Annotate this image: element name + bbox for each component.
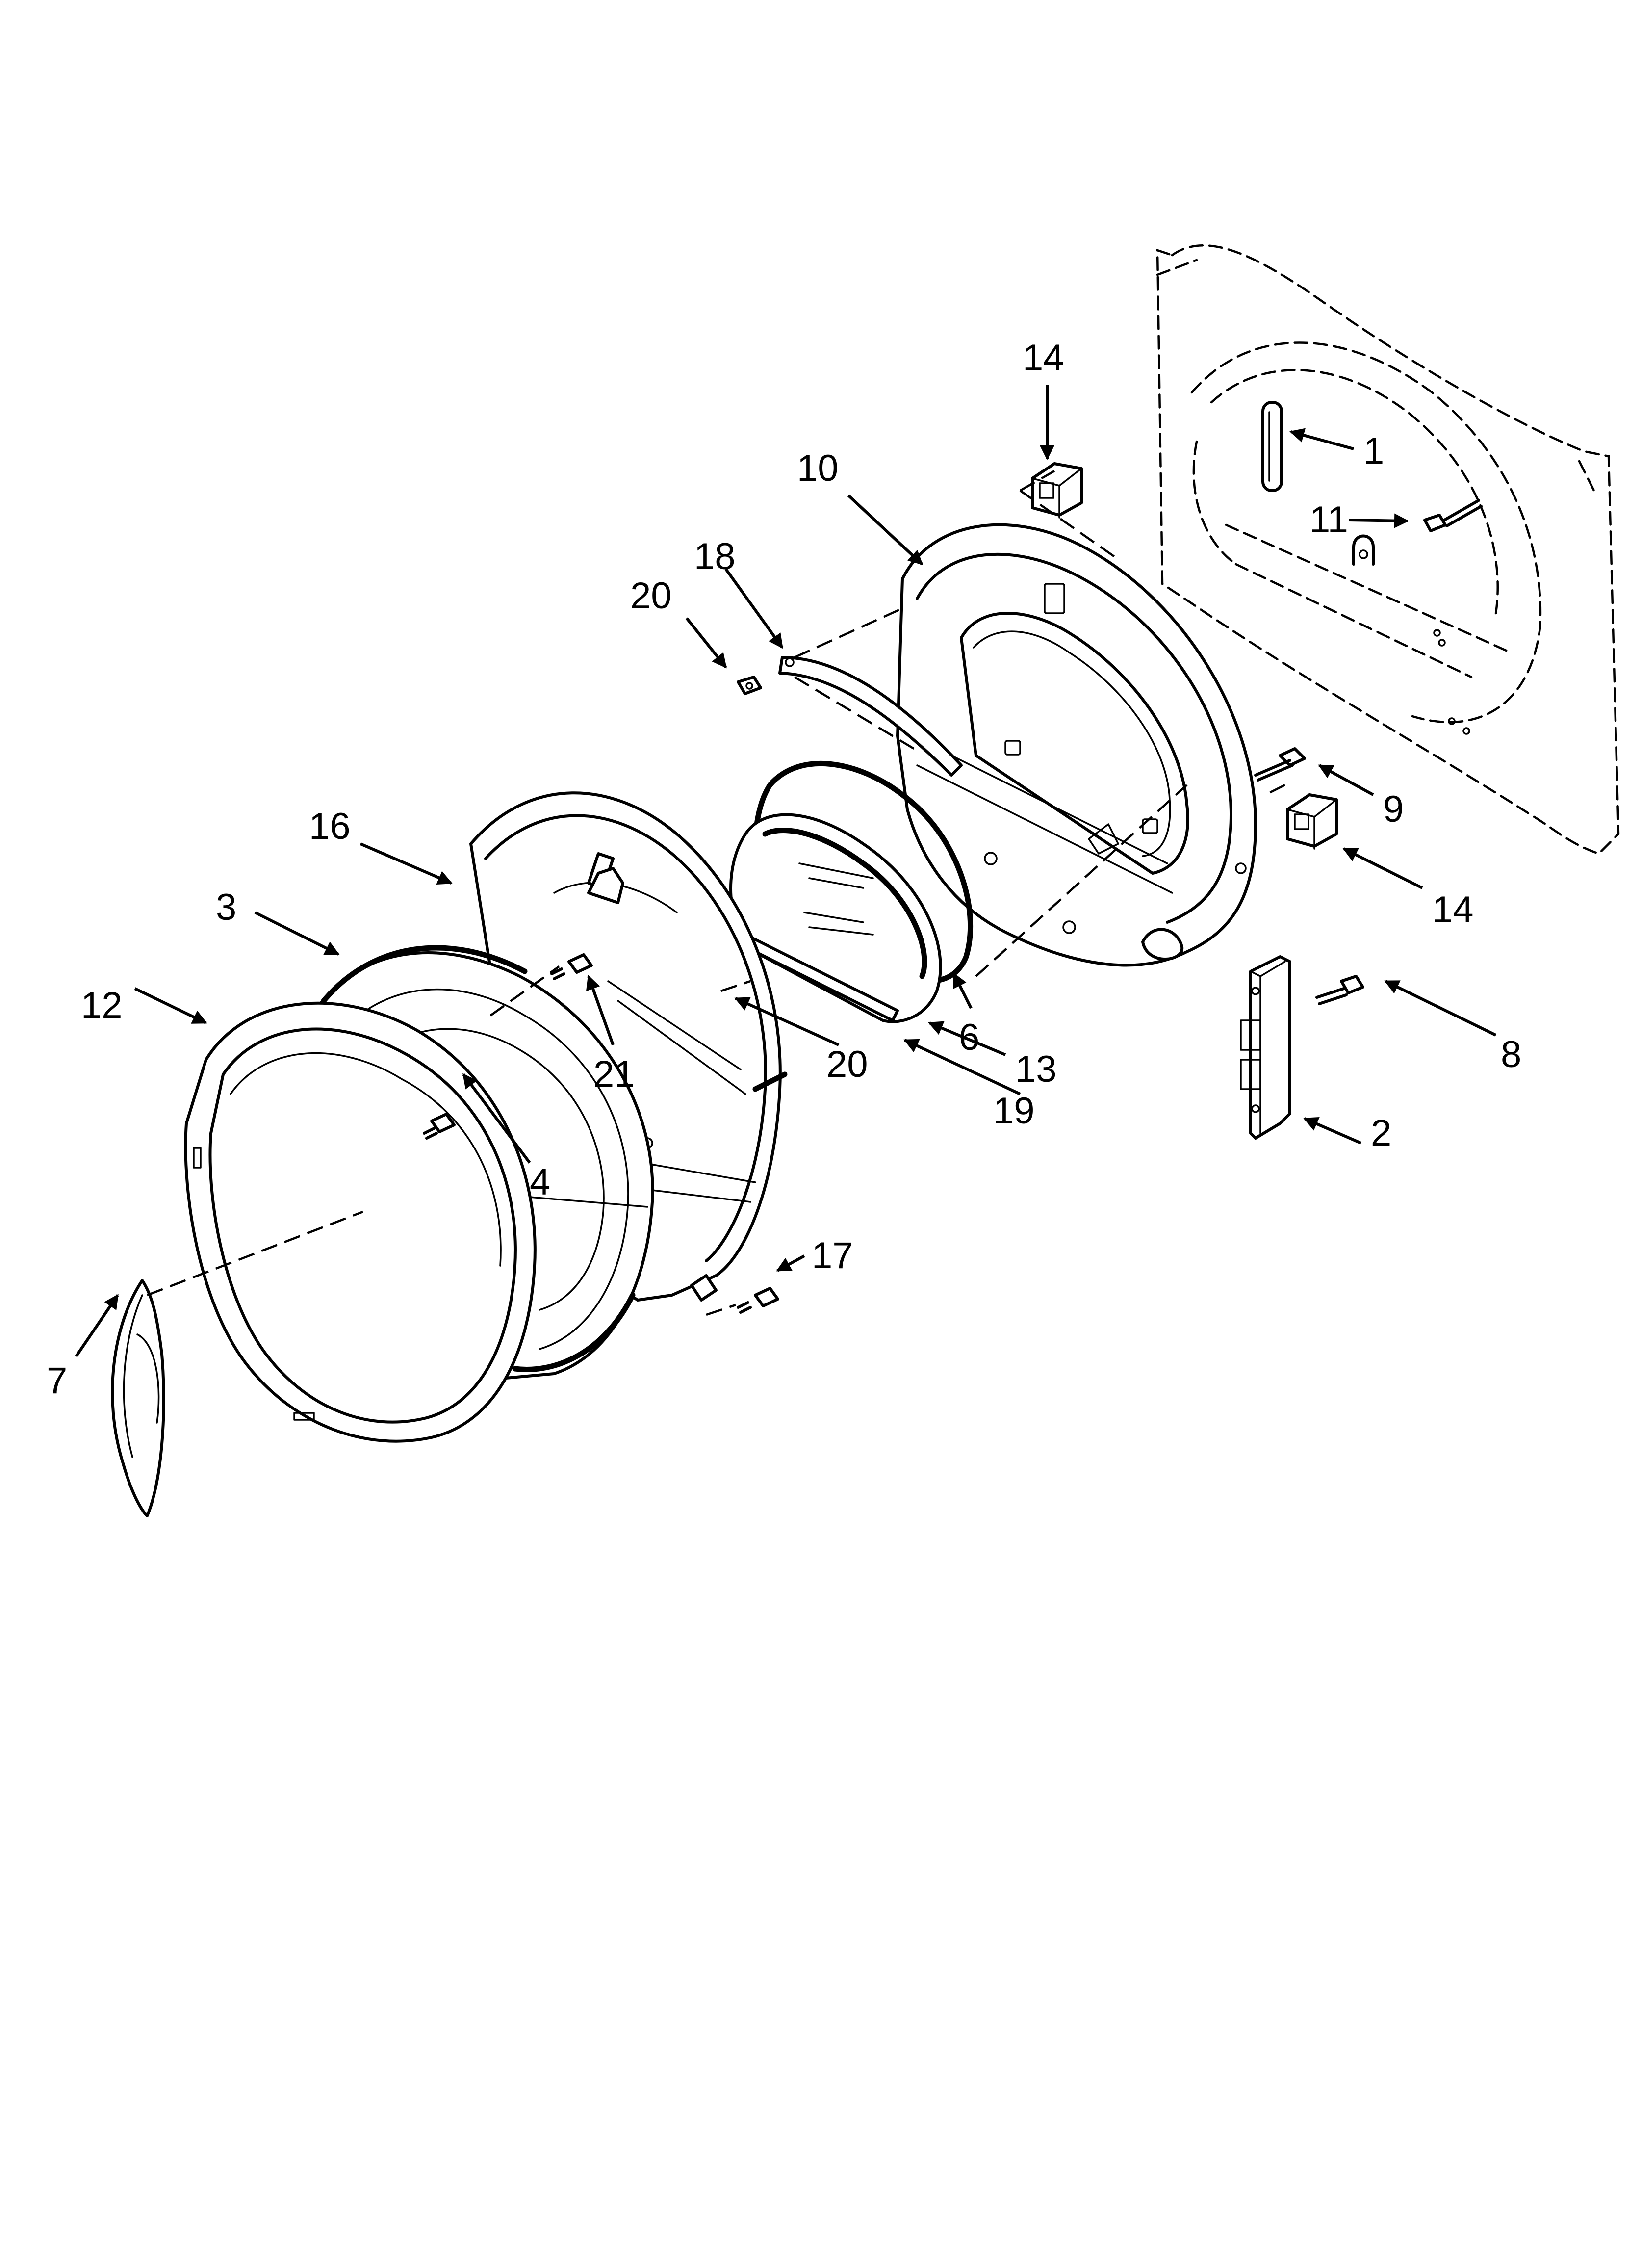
callout-3: 3 <box>216 886 236 928</box>
arrow-17 <box>776 1254 805 1272</box>
part-11-screw <box>1423 499 1483 532</box>
cabinet-front-panel <box>1156 244 1620 855</box>
callout-11: 11 <box>1309 499 1348 541</box>
arrow-16 <box>359 842 453 885</box>
callout-18: 18 <box>694 536 736 577</box>
assembly-leader-lines <box>147 470 1286 1316</box>
arrow-3 <box>254 911 340 956</box>
part-18-trim-strip <box>778 656 963 777</box>
callout-20-upper: 20 <box>630 575 672 617</box>
callout-2: 2 <box>1371 1112 1391 1154</box>
part-21-screw <box>550 953 593 980</box>
part-12-front-trim-ring <box>184 1001 537 1443</box>
arrow-1 <box>1289 428 1354 450</box>
callout-14-lower: 14 <box>1432 889 1474 931</box>
callout-14-upper: 14 <box>1023 337 1064 379</box>
part-7-door-handle <box>111 1279 165 1517</box>
arrow-20a <box>685 617 727 669</box>
arrow-2 <box>1303 1117 1362 1145</box>
callout-17: 17 <box>812 1235 853 1277</box>
panel-fastener-marks <box>1433 629 1470 735</box>
part-14-door-catch-upper <box>1031 462 1083 519</box>
part-2-door-hinge <box>1240 955 1291 1140</box>
callout-1: 1 <box>1363 430 1384 472</box>
part-4-screw <box>423 1113 456 1140</box>
callout-4: 4 <box>530 1161 550 1203</box>
arrow-7 <box>75 1294 119 1357</box>
arrow-6 <box>952 972 973 1009</box>
part-8-screw <box>1315 975 1364 1005</box>
callout-10: 10 <box>797 447 839 489</box>
callout-21: 21 <box>593 1053 635 1095</box>
callout-20-lower: 20 <box>826 1043 868 1085</box>
callout-13: 13 <box>1015 1048 1057 1090</box>
arrow-14b <box>1342 847 1423 889</box>
callout-7: 7 <box>47 1360 67 1402</box>
arrow-10 <box>847 494 924 566</box>
part-20-screw-upper <box>737 676 762 695</box>
arrow-4 <box>462 1073 531 1164</box>
arrow-19 <box>903 1039 1021 1095</box>
callout-6: 6 <box>959 1017 979 1058</box>
arrow-18 <box>724 568 784 649</box>
arrow-8 <box>1384 980 1497 1037</box>
part-14-door-catch-lower <box>1286 793 1338 850</box>
arrow-21 <box>586 975 615 1046</box>
door-strike-bracket <box>1352 534 1375 566</box>
part-9-screw <box>1254 747 1306 782</box>
callout-19: 19 <box>993 1090 1035 1132</box>
callout-arrows <box>75 385 1497 1357</box>
callout-12: 12 <box>81 985 123 1026</box>
arrow-13 <box>928 1021 1006 1056</box>
callout-labels: 1 2 3 4 6 7 8 9 10 11 12 13 14 14 16 17 … <box>47 337 1521 1402</box>
arrow-12 <box>134 987 207 1024</box>
arrow-11 <box>1348 513 1409 528</box>
part-10-inner-door <box>896 523 1257 967</box>
arrow-9 <box>1318 764 1374 796</box>
callout-8: 8 <box>1501 1034 1521 1075</box>
part-1-handle-insert <box>1261 401 1283 492</box>
callout-16: 16 <box>309 806 351 847</box>
arrow-20b <box>734 997 840 1046</box>
callout-9: 9 <box>1383 788 1404 830</box>
frame-hinge-tab <box>587 867 624 904</box>
part-17-screw <box>737 1287 779 1314</box>
